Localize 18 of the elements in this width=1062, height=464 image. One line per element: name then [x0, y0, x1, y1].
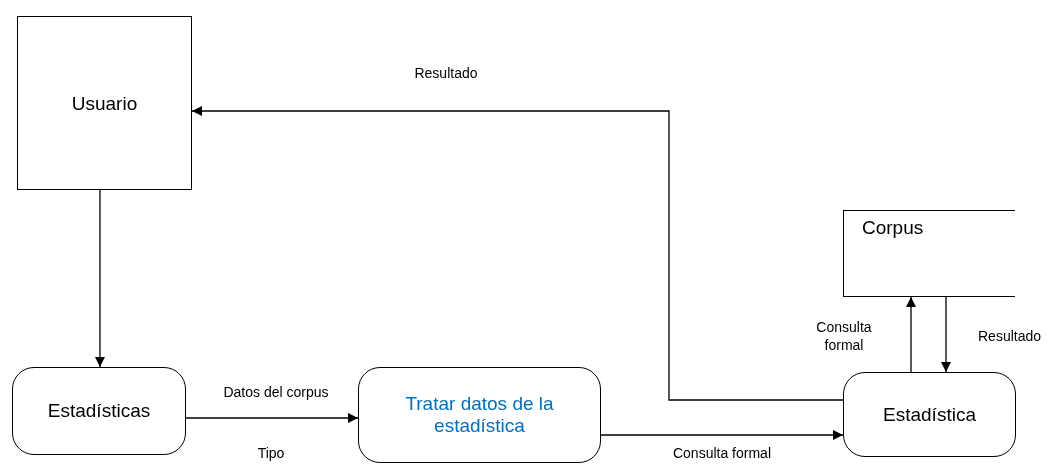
label-text: Tipo	[257, 444, 285, 463]
node-label: Estadística	[883, 403, 976, 426]
arrow	[185, 413, 359, 423]
arrow	[600, 430, 844, 440]
process-box	[358, 367, 601, 463]
edge-label: Datos del corpus	[223, 383, 329, 402]
arrow	[906, 296, 916, 373]
data-store-box	[843, 210, 1015, 297]
process-box	[843, 372, 1016, 457]
arrow	[94, 189, 105, 368]
process-box	[12, 367, 186, 455]
node-label: Usuario	[71, 93, 138, 115]
node-label: Estadísticas	[47, 400, 151, 422]
arrow	[941, 296, 951, 373]
node-label: Corpus	[862, 217, 924, 239]
node-label: Tratar datos de la estadística	[404, 393, 555, 437]
external-entity-box	[17, 16, 192, 190]
arrow	[191, 106, 844, 401]
